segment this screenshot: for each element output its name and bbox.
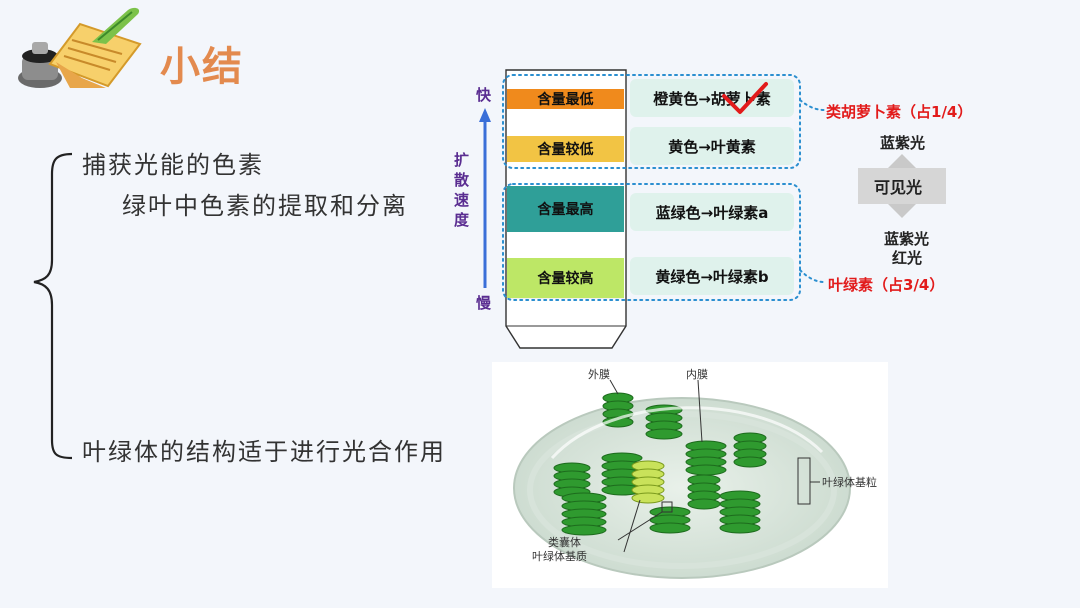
carotenoid-group-label: 类胡萝卜素（占1/4） [826, 103, 973, 121]
absorb-top-label: 蓝紫光 [880, 134, 926, 152]
scroll-quill-icon [18, 7, 142, 88]
pigment-chlorophyll-a: 蓝绿色→叶绿素a [630, 193, 794, 231]
fast-label: 快 [476, 86, 492, 104]
band-carotene: 含量最低 [507, 89, 624, 109]
summary-item-pigments: 捕获光能的色素 [82, 151, 264, 179]
band-chlorophyll-a: 含量最高 [507, 186, 624, 232]
thylakoid-label: 类囊体 [548, 536, 581, 549]
axis-char-4: 度 [454, 211, 470, 229]
slow-label: 慢 [476, 294, 492, 312]
visible-light-label: 可见光 [874, 178, 923, 197]
chlorophyll-group-label: 叶绿素（占3/4） [828, 276, 945, 294]
checkmark-icon [722, 82, 768, 114]
pigment-chlorophyll-b: 黄绿色→叶绿素b [630, 257, 794, 295]
speed-arrow [479, 108, 491, 288]
absorb-bottom-label-2: 红光 [892, 249, 923, 267]
axis-char-3: 速 [454, 191, 470, 209]
speed-axis-label: 扩 散 速 度 [454, 150, 472, 230]
axis-char-1: 扩 [454, 151, 470, 169]
band-chlorophyll-a-label: 含量最高 [537, 202, 594, 218]
summary-item-chloroplast: 叶绿体的结构适于进行光合作用 [82, 438, 446, 466]
band-xanthophyll: 含量较低 [507, 136, 624, 162]
band-chlorophyll-b-label: 含量较高 [537, 271, 594, 287]
band-carotene-label: 含量最低 [537, 92, 594, 108]
axis-char-2: 散 [454, 171, 470, 189]
outer-membrane-label: 外膜 [588, 368, 610, 381]
pigment-xanthophyll: 黄色→叶黄素 [630, 127, 794, 165]
curly-brace [33, 152, 73, 460]
band-chlorophyll-b: 含量较高 [507, 258, 624, 298]
summary-item-extraction: 绿叶中色素的提取和分离 [122, 192, 408, 220]
granum-label: 叶绿体基粒 [822, 476, 877, 489]
chloroplast-illustration [513, 379, 851, 579]
slide-title: 小结 [160, 44, 244, 90]
double-arrow-icon [858, 154, 946, 218]
stroma-label: 叶绿体基质 [532, 550, 587, 563]
absorb-bottom-label-1: 蓝紫光 [884, 230, 930, 248]
inner-membrane-label: 内膜 [686, 368, 708, 381]
chloroplast-diagram: 外膜 内膜 叶绿体基粒 类囊体 叶绿体基质 [492, 362, 888, 588]
band-xanthophyll-label: 含量较低 [537, 142, 594, 158]
